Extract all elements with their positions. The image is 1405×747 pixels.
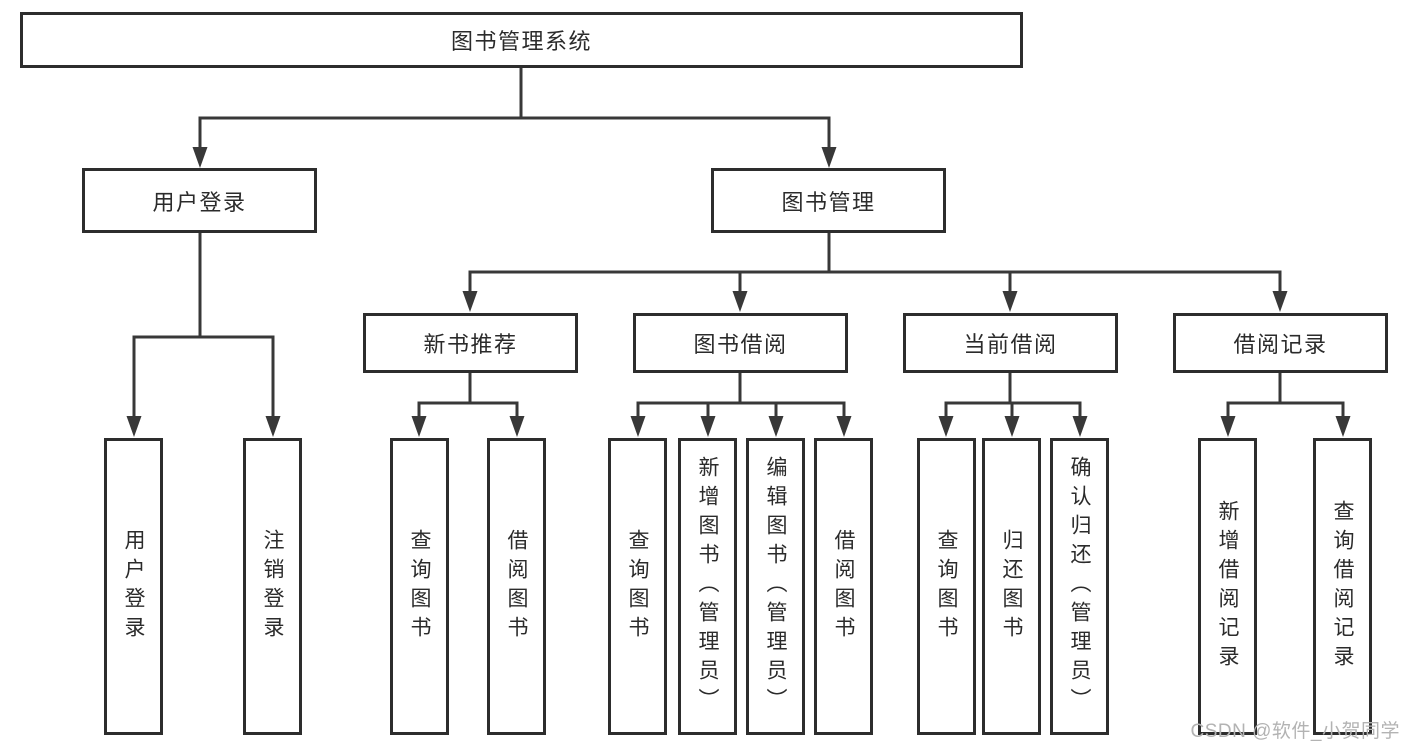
- node-label: 查询借阅记录: [1331, 499, 1355, 674]
- node-label: 查询图书: [935, 528, 959, 645]
- node-label: 新增借阅记录: [1216, 499, 1240, 674]
- node-bb-borrow-books: 借阅图书: [814, 438, 873, 735]
- node-nb-query-books: 查询图书: [390, 438, 449, 735]
- node-cb-query-books: 查询图书: [917, 438, 976, 735]
- node-library-management-system: 图书管理系统: [20, 12, 1023, 68]
- node-book-borrowing: 图书借阅: [633, 313, 848, 373]
- node-new-book-recommend: 新书推荐: [363, 313, 578, 373]
- node-label: 注销登录: [261, 528, 285, 645]
- node-bb-edit-books-admin: 编辑图书（管理员）: [746, 438, 805, 735]
- node-label: 图书管理: [781, 189, 876, 215]
- node-label: 编辑图书（管理员）: [764, 456, 788, 717]
- node-label: 当前借阅: [963, 332, 1058, 357]
- node-label: 确认归还（管理员）: [1068, 456, 1092, 717]
- node-label: 图书管理系统: [450, 29, 592, 54]
- node-bb-add-books-admin: 新增图书（管理员）: [678, 438, 737, 735]
- node-label: 新增图书（管理员）: [696, 456, 720, 717]
- node-br-query-record: 查询借阅记录: [1313, 438, 1372, 735]
- node-logout-action: 注销登录: [243, 438, 302, 735]
- node-label: 新书推荐: [423, 332, 518, 357]
- node-label: 图书借阅: [693, 332, 788, 357]
- node-label: 查询图书: [626, 528, 650, 645]
- node-label: 借阅图书: [505, 528, 529, 645]
- node-book-management: 图书管理: [711, 168, 946, 233]
- node-bb-query-books: 查询图书: [608, 438, 667, 735]
- node-label: 归还图书: [1000, 528, 1024, 645]
- node-cb-return-books: 归还图书: [982, 438, 1041, 735]
- node-label: 查询图书: [408, 528, 432, 645]
- watermark: CSDN @软件_小贺同学: [1190, 721, 1400, 742]
- node-nb-borrow-books: 借阅图书: [487, 438, 546, 735]
- node-user-login: 用户登录: [82, 168, 317, 233]
- node-borrowing-records: 借阅记录: [1173, 313, 1388, 373]
- node-br-add-record: 新增借阅记录: [1198, 438, 1257, 735]
- node-label: 用户登录: [152, 189, 247, 215]
- node-current-borrowing: 当前借阅: [903, 313, 1118, 373]
- node-label: 用户登录: [122, 528, 146, 645]
- node-cb-confirm-return-admin: 确认归还（管理员）: [1050, 438, 1109, 735]
- node-user-login-action: 用户登录: [104, 438, 163, 735]
- node-label: 借阅记录: [1233, 332, 1328, 357]
- node-label: 借阅图书: [832, 528, 856, 645]
